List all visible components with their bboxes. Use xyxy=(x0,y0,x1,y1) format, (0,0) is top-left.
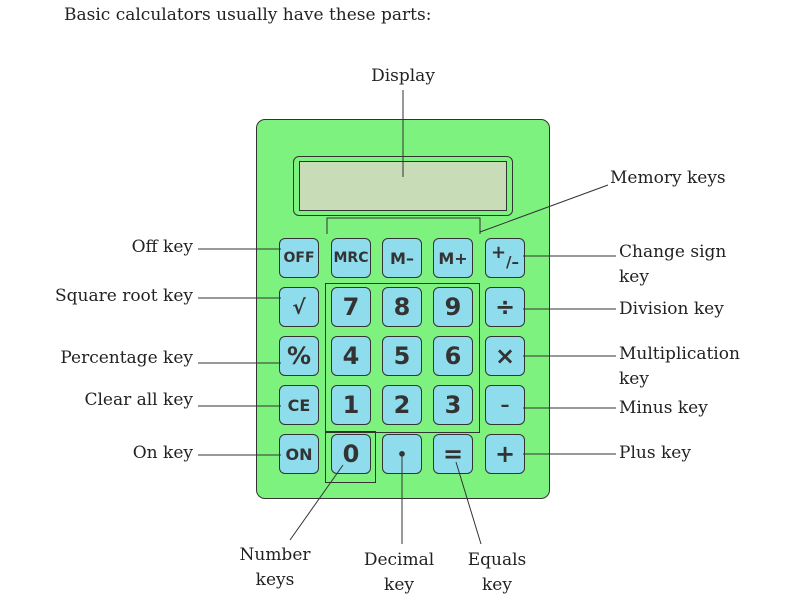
on-key[interactable]: ON xyxy=(279,434,319,474)
intro-text: Basic calculators usually have these par… xyxy=(64,5,432,25)
change-sign-key-label-line1: Change sign xyxy=(619,242,727,262)
memory-keys-label: Memory keys xyxy=(610,168,726,188)
clear-all-key-label: Clear all key xyxy=(84,390,193,410)
number-keys-label-line2: keys xyxy=(255,570,295,590)
number-key-7[interactable]: 7 xyxy=(331,287,371,327)
off-key[interactable]: OFF xyxy=(279,238,319,278)
decimal-key-label: Decimal key xyxy=(364,548,434,598)
number-key-9[interactable]: 9 xyxy=(433,287,473,327)
equals-key[interactable]: = xyxy=(433,434,473,474)
number-keys-label: Number keys xyxy=(239,543,310,593)
m-minus-key[interactable]: M– xyxy=(382,238,422,278)
change-sign-key-label-line2: key xyxy=(619,267,649,287)
square-root-key-label: Square root key xyxy=(54,286,193,306)
number-key-4[interactable]: 4 xyxy=(331,336,371,376)
number-key-2[interactable]: 2 xyxy=(382,385,422,425)
number-key-1[interactable]: 1 xyxy=(331,385,371,425)
equals-key-callout-line xyxy=(455,461,482,545)
number-key-5[interactable]: 5 xyxy=(382,336,422,376)
on-key-label: On key xyxy=(132,443,193,463)
m-plus-key[interactable]: M+ xyxy=(433,238,473,278)
percentage-key[interactable]: % xyxy=(279,336,319,376)
plus-key-label: Plus key xyxy=(619,443,691,463)
minus-key-label: Minus key xyxy=(619,398,708,418)
minus-key[interactable]: – xyxy=(485,385,525,425)
percentage-key-label: Percentage key xyxy=(60,348,193,368)
number-key-0[interactable]: 0 xyxy=(331,434,371,474)
memory-keys-bracket xyxy=(326,217,481,234)
number-key-6[interactable]: 6 xyxy=(433,336,473,376)
zero-key-group-outline xyxy=(325,431,376,483)
change-sign-key-label: Change sign key xyxy=(619,240,726,290)
number-key-8[interactable]: 8 xyxy=(382,287,422,327)
multiplication-key-label-line2: key xyxy=(619,369,649,389)
multiplication-key-label: Multiplication key xyxy=(619,342,740,392)
display-label: Display xyxy=(371,66,435,86)
mrc-key[interactable]: MRC xyxy=(331,238,371,278)
number-keys-callout-line xyxy=(289,464,344,541)
division-key-label: Division key xyxy=(619,299,724,319)
decimal-key-label-line1: Decimal xyxy=(363,550,435,570)
plus-key[interactable]: + xyxy=(485,434,525,474)
number-keys-label-line1: Number xyxy=(239,545,311,565)
clear-all-key[interactable]: CE xyxy=(279,385,319,425)
multiplication-key-label-line1: Multiplication xyxy=(619,344,740,364)
sign-plus-glyph: + xyxy=(490,241,507,263)
decimal-key-label-line2: key xyxy=(384,575,414,595)
equals-key-label: Equals key xyxy=(468,548,527,598)
square-root-key[interactable]: √ xyxy=(279,287,319,327)
number-key-3[interactable]: 3 xyxy=(433,385,473,425)
equals-key-label-line2: key xyxy=(482,575,512,595)
division-key[interactable]: ÷ xyxy=(485,287,525,327)
change-sign-key[interactable]: +/– xyxy=(485,238,525,278)
memory-keys-callout-line xyxy=(479,184,609,233)
number-keys-group-outline xyxy=(325,283,480,433)
sign-minus-glyph: /– xyxy=(506,253,520,271)
multiplication-key[interactable]: × xyxy=(485,336,525,376)
equals-key-label-line1: Equals xyxy=(467,550,527,570)
off-key-label: Off key xyxy=(131,237,193,257)
